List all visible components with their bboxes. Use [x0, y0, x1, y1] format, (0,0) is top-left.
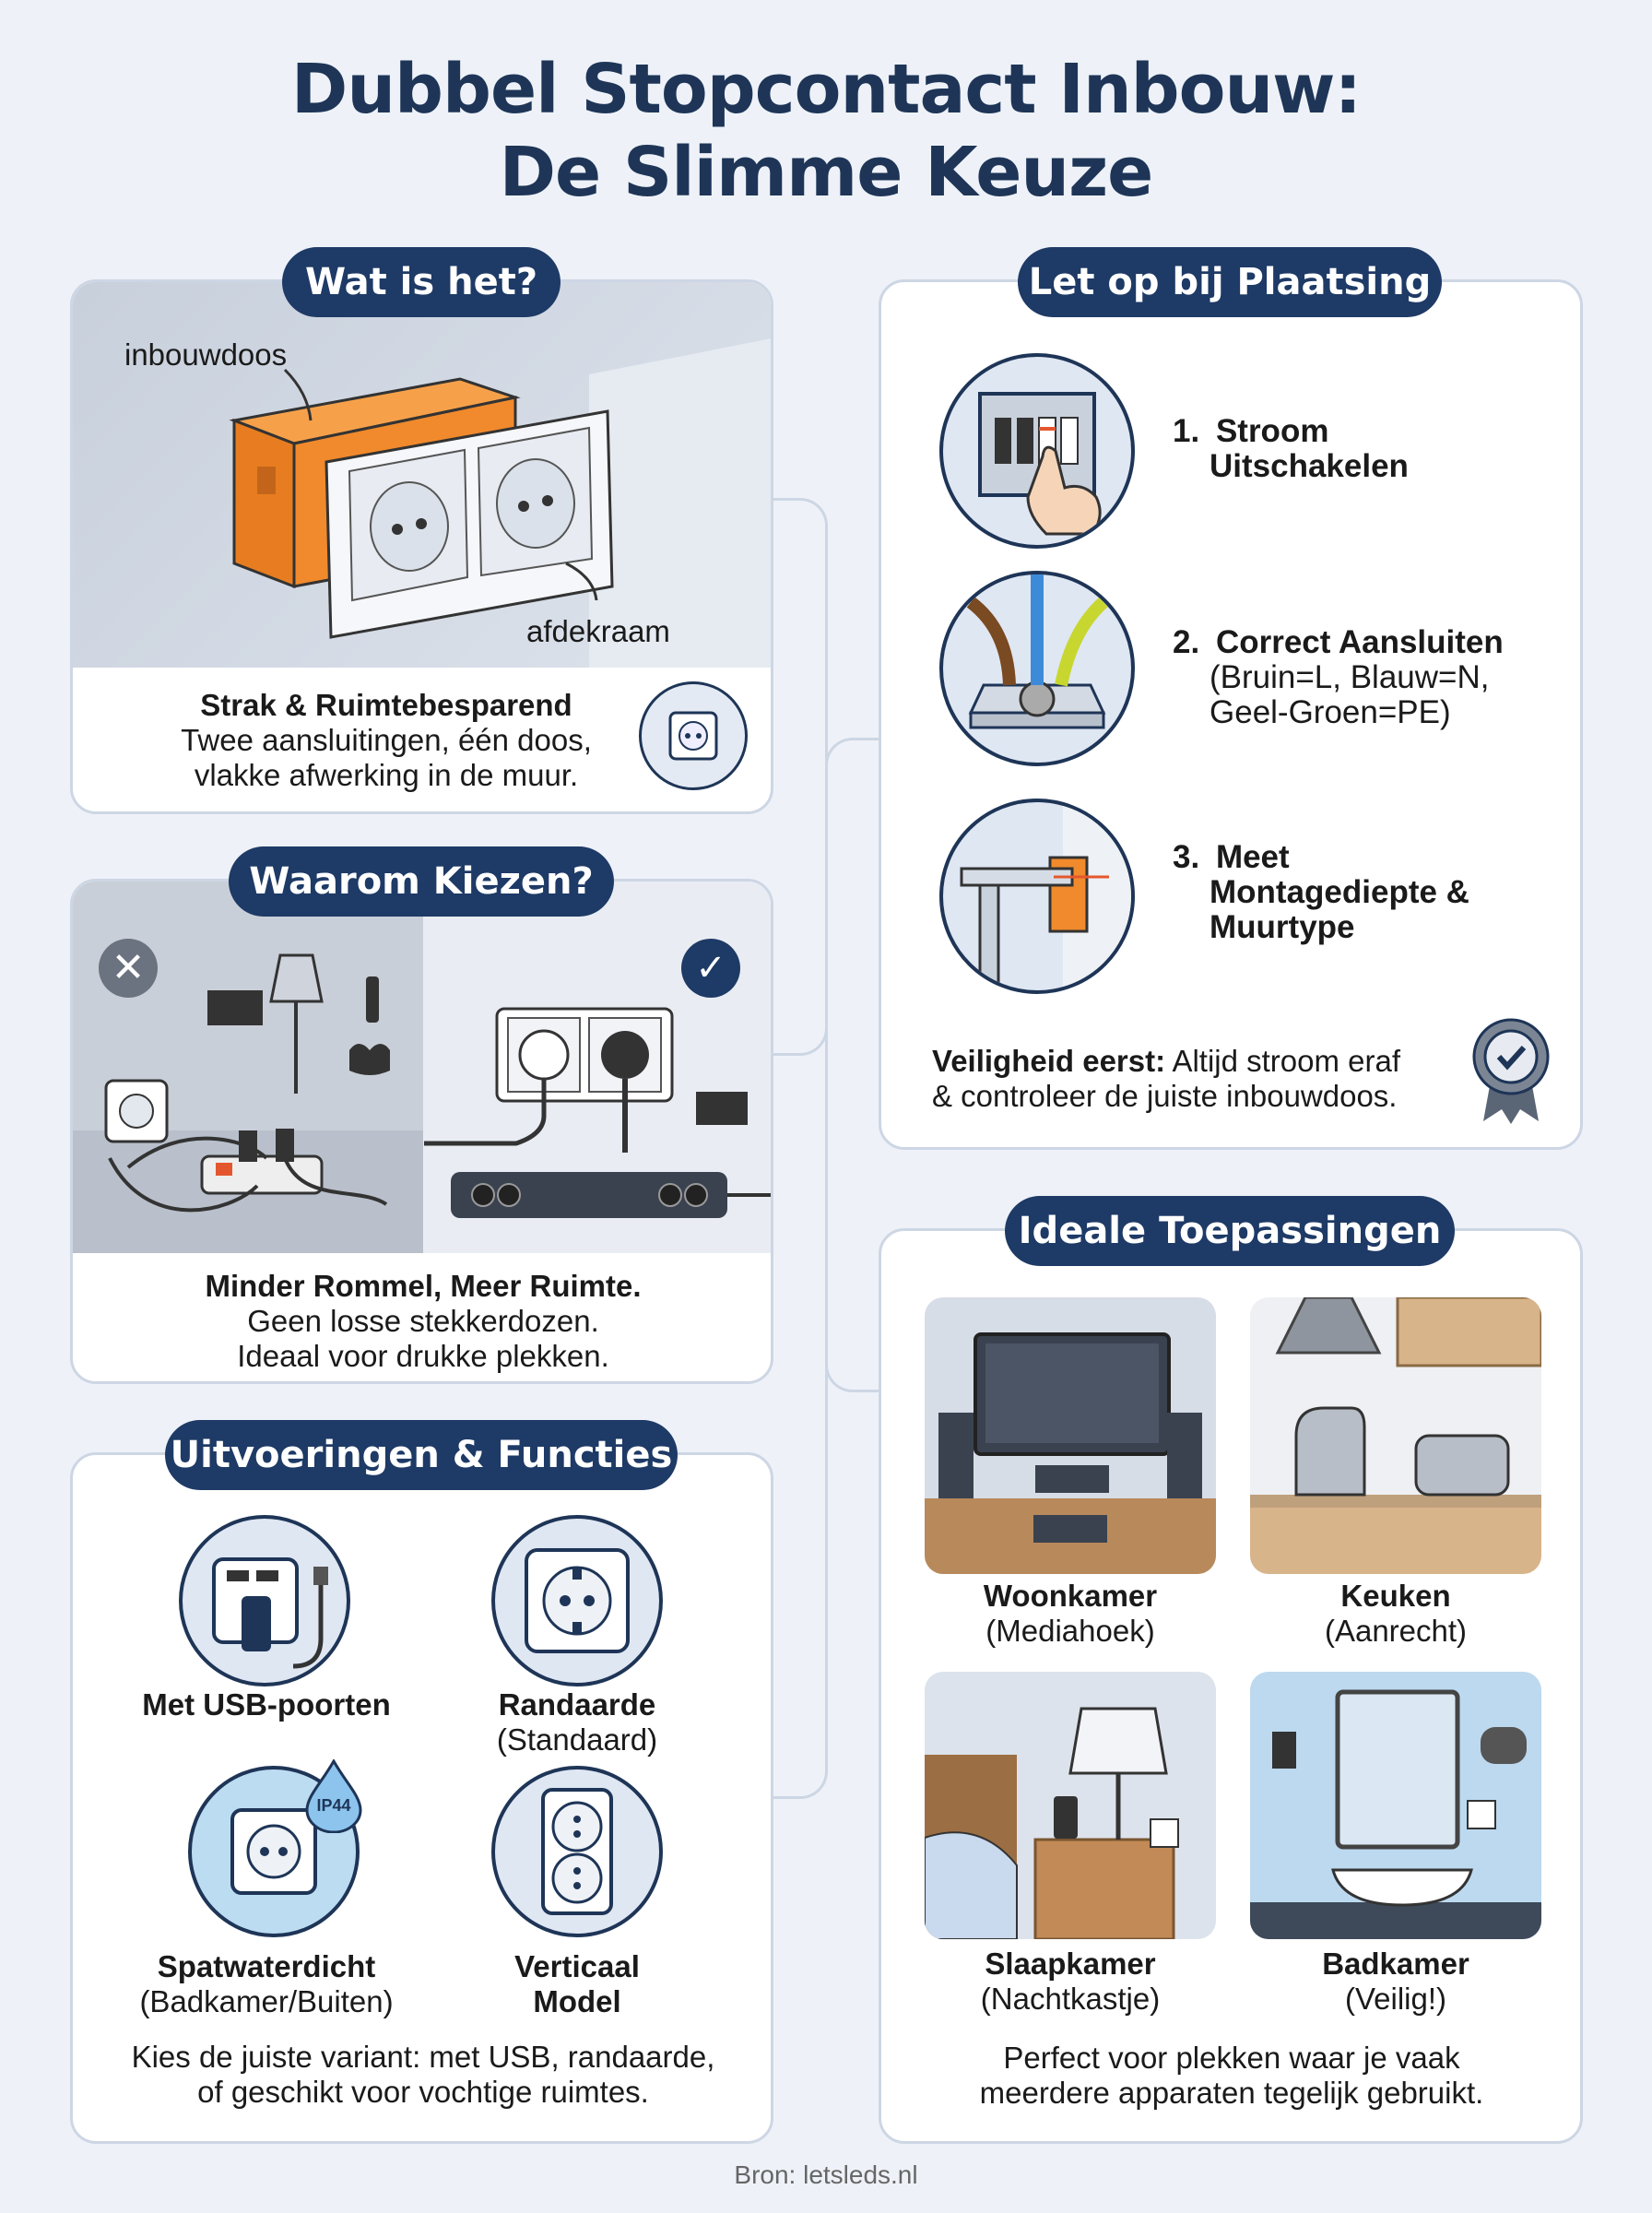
step-detail-2: Geel-Groen=PE) [1210, 694, 1451, 730]
footer-line-1: Perfect voor plekken waar je vaak [1003, 2041, 1460, 2075]
label-inbouwdoos: inbouwdoos [124, 337, 288, 372]
text-line-1: Twee aansluitingen, één doos, [181, 723, 592, 757]
connector-right [825, 738, 880, 1392]
text-sub: (Mediahoek) [985, 1614, 1155, 1648]
clutter-illustration: ✕ [73, 882, 423, 1253]
step-title-2: Uitschakelen [1210, 448, 1409, 484]
item-spatwaterdicht-label: Spatwaterdicht (Badkamer/Buiten) [110, 1949, 423, 2019]
safety-badge-icon [1469, 1015, 1552, 1126]
panel-waarom-kiezen: ✕ ✓ Minder Rommel, Meer Ruimte. Geen los… [70, 879, 773, 1384]
wall-illustration: inbouwdoos afdekraam [73, 282, 771, 668]
splashproof-socket-icon [188, 1766, 360, 1937]
text-bold: Randaarde [498, 1687, 656, 1722]
text-line-1: Geen losse stekkerdozen. [247, 1304, 599, 1338]
panel-toepassingen: Woonkamer (Mediahoek) Keuken (Aanrecht) … [879, 1228, 1583, 2144]
socket-icon [639, 681, 748, 790]
step-1: 1. Stroom Uitschakelen [1173, 414, 1409, 484]
step-detail-1: (Bruin=L, Blauw=N, [1210, 659, 1490, 695]
toepassingen-footer: Perfect voor plekken waar je vaak meerde… [881, 2041, 1580, 2111]
title-line-1: Dubbel Stopcontact Inbouw: [290, 50, 1362, 129]
step-title-3: Muurtype [1210, 909, 1355, 945]
safety-note: Veiligheid eerst: Altijd stroom eraf & c… [932, 1044, 1400, 1114]
text-bold: Strak & Ruimtebesparend [200, 688, 572, 722]
cover-frame-icon [324, 409, 614, 639]
connector-left-top [773, 498, 828, 1056]
text-bold-2: Model [533, 1984, 621, 2018]
source-credit: Bron: letsleds.nl [734, 2160, 918, 2189]
ip44-badge: IP44 [316, 1796, 351, 1815]
text-bold: Spatwaterdicht [157, 1949, 376, 1983]
grounded-socket-icon [491, 1515, 663, 1686]
title-line-2: De Slimme Keuze [499, 133, 1154, 212]
label-afdekraam: afdekraam [526, 614, 670, 648]
tile-keuken [1250, 1297, 1541, 1574]
text-sub: (Nachtkastje) [980, 1982, 1161, 2016]
waarom-text: Minder Rommel, Meer Ruimte. Geen losse s… [147, 1269, 700, 1374]
footer-line-2: meerdere apparaten tegelijk gebruikt. [979, 2076, 1484, 2110]
heading-plaatsing: Let op bij Plaatsing [1018, 247, 1442, 317]
uitvoeringen-footer: Kies de juiste variant: met USB, randaar… [73, 2040, 771, 2110]
step-number: 2. [1173, 624, 1200, 660]
breaker-hand-icon [939, 353, 1135, 549]
text-line-2: vlakke afwerking in de muur. [194, 758, 579, 792]
water-drop-icon: IP44 [303, 1757, 364, 1834]
tile-woonkamer [925, 1297, 1216, 1574]
wiring-icon [939, 571, 1135, 766]
step-title: Correct Aansluiten [1215, 624, 1504, 660]
item-woonkamer-label: Woonkamer (Mediahoek) [925, 1579, 1216, 1649]
panel-uitvoeringen: Met USB-poorten Randaarde (Standaard) IP… [70, 1452, 773, 2144]
heading-wat-is-het: Wat is het? [282, 247, 560, 317]
page-title: Dubbel Stopcontact Inbouw: De Slimme Keu… [0, 48, 1652, 214]
text-bold: Keuken [1340, 1579, 1451, 1613]
footer-line-1: Kies de juiste variant: met USB, randaar… [131, 2040, 715, 2074]
check-icon: ✓ [681, 939, 740, 998]
safety-line-2: & controleer de juiste inbouwdoos. [932, 1079, 1398, 1113]
tile-slaapkamer [925, 1672, 1216, 1939]
text-bold: Slaapkamer [985, 1947, 1156, 1981]
tidy-illustration: ✓ [423, 882, 771, 1253]
step-title-2: Montagediepte & [1210, 874, 1469, 910]
text-sub: (Aanrecht) [1324, 1614, 1468, 1648]
panel-wat-is-het: inbouwdoos afdekraam Strak & Ruimtebespa… [70, 279, 773, 814]
item-keuken-label: Keuken (Aanrecht) [1250, 1579, 1541, 1649]
text-bold: Woonkamer [983, 1579, 1158, 1613]
step-number: 3. [1173, 839, 1200, 875]
step-2: 2. Correct Aansluiten (Bruin=L, Blauw=N,… [1173, 625, 1504, 730]
item-randaarde-label: Randaarde (Standaard) [420, 1687, 734, 1757]
heading-waarom-kiezen: Waarom Kiezen? [229, 846, 614, 917]
heading-uitvoeringen: Uitvoeringen & Functies [165, 1420, 678, 1490]
item-usb-label: Met USB-poorten [110, 1687, 423, 1722]
wat-is-het-text: Strak & Ruimtebesparend Twee aansluiting… [156, 688, 617, 793]
text-sub: (Badkamer/Buiten) [139, 1984, 394, 2018]
step-title: Stroom [1215, 413, 1329, 449]
text-line-2: Ideaal voor drukke plekken. [237, 1339, 609, 1373]
measure-icon [939, 799, 1135, 994]
step-number: 1. [1173, 413, 1200, 449]
socket-exploded-illustration [229, 338, 771, 668]
safety-rest: Altijd stroom eraf [1165, 1044, 1401, 1078]
item-verticaal-label: Verticaal Model [420, 1949, 734, 2019]
text-sub: (Veilig!) [1344, 1982, 1447, 2016]
cross-icon: ✕ [99, 939, 158, 998]
text-sub: (Standaard) [496, 1722, 658, 1757]
tile-badkamer [1250, 1672, 1541, 1939]
item-badkamer-label: Badkamer (Veilig!) [1250, 1947, 1541, 2017]
safety-bold: Veiligheid eerst: [932, 1044, 1166, 1078]
footer-line-2: of geschikt voor vochtige ruimtes. [197, 2075, 649, 2109]
text-bold: Met USB-poorten [142, 1687, 391, 1722]
connector-left-bottom [773, 1056, 828, 1799]
vertical-socket-icon [491, 1766, 663, 1937]
item-slaapkamer-label: Slaapkamer (Nachtkastje) [925, 1947, 1216, 2017]
step-title: Meet [1215, 839, 1290, 875]
text-bold: Badkamer [1322, 1947, 1469, 1981]
text-bold: Verticaal [514, 1949, 640, 1983]
text-bold: Minder Rommel, Meer Ruimte. [205, 1269, 642, 1303]
panel-plaatsing: 1. Stroom Uitschakelen 2. Correct Aanslu… [879, 279, 1583, 1150]
usb-socket-icon [179, 1515, 350, 1686]
step-3: 3. Meet Montagediepte & Muurtype [1173, 840, 1469, 945]
heading-toepassingen: Ideale Toepassingen [1005, 1196, 1455, 1266]
